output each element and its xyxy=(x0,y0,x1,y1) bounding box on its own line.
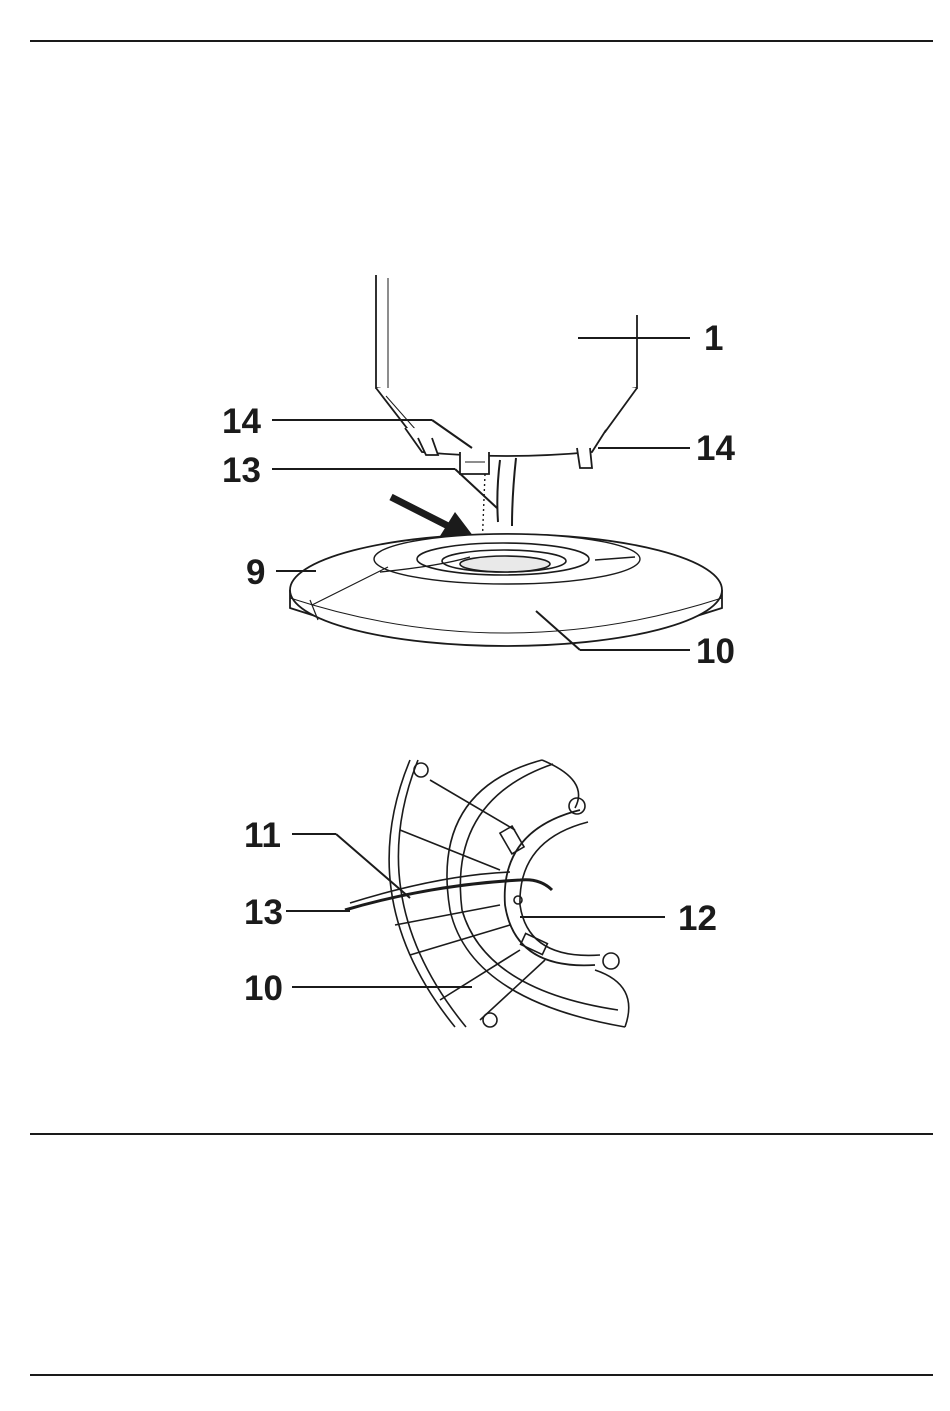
label-housing: 1 xyxy=(704,319,723,358)
label-pin: 13 xyxy=(222,451,261,490)
bottom-leader-lines xyxy=(286,834,665,987)
label-base-bottom: 10 xyxy=(696,632,735,671)
figure-top: 1 14 14 13 9 10 xyxy=(222,275,735,671)
label-cable-upper: 11 xyxy=(244,816,281,855)
label-clip-right: 14 xyxy=(696,429,735,468)
label-base: 10 xyxy=(244,969,283,1008)
housing-body xyxy=(376,275,637,526)
label-clip-left: 14 xyxy=(222,402,261,441)
label-cable-lower: 13 xyxy=(244,893,283,932)
label-cable-notch: 12 xyxy=(678,899,717,938)
label-base-top: 9 xyxy=(246,553,265,592)
figure-bottom: 11 13 12 10 xyxy=(244,760,717,1027)
base-plate xyxy=(290,534,722,646)
